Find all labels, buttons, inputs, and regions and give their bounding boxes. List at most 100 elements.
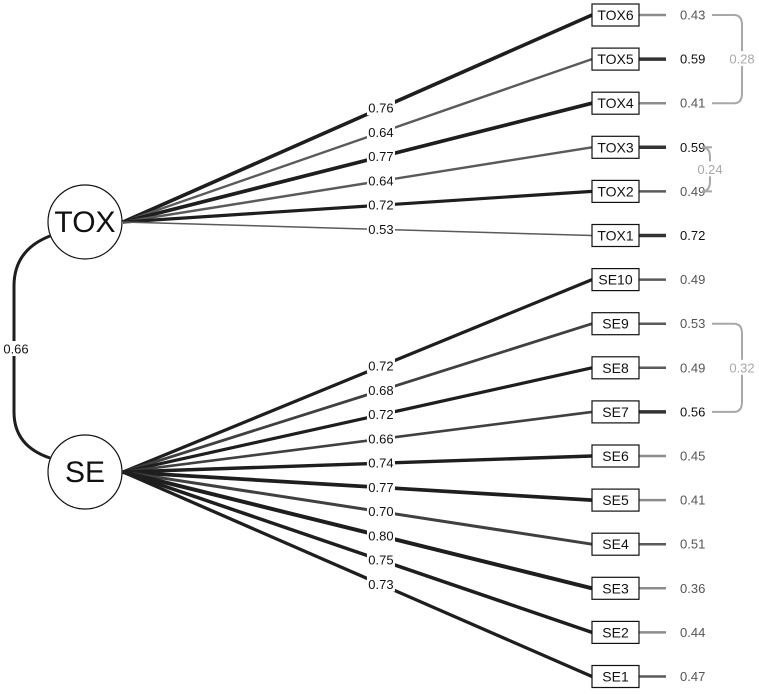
indicator-label-se10: SE10 (598, 272, 632, 288)
loading-label-se2-bg (366, 552, 395, 568)
factor-correlation-label-bg (2, 341, 30, 356)
indicator-box-se2 (591, 620, 640, 645)
loading-label-tox4: 0.77 (368, 149, 393, 164)
loading-path-se5 (122, 470, 593, 502)
indicator-box-tox3 (591, 135, 640, 159)
loading-label-tox4-bg (366, 148, 395, 164)
factor-correlation-label: 0.66 (3, 342, 28, 357)
indicator-label-se4: SE4 (602, 536, 629, 552)
indicator-label-se9: SE9 (602, 316, 629, 332)
loading-path-se10 (122, 278, 593, 474)
indicator-box-tox1 (591, 223, 640, 248)
loading-label-se2: 0.75 (368, 553, 393, 568)
loading-label-se10: 0.72 (368, 359, 393, 374)
residual-covariance-label-tox3-tox2: 0.24 (697, 162, 722, 177)
residual-covariance-label-tox6-tox4-bg (728, 51, 756, 67)
indicator-label-tox3: TOX3 (597, 139, 634, 155)
loading-label-se9: 0.68 (368, 383, 393, 398)
loading-label-se7-bg (366, 430, 395, 446)
latent-factors: TOX SE (47, 184, 123, 510)
loading-label-se10-bg (366, 358, 395, 374)
loading-path-se9 (122, 322, 593, 474)
indicator-label-tox4: TOX4 (597, 95, 634, 111)
indicator-box-tox5 (591, 47, 640, 71)
loading-label-se4-bg (366, 503, 395, 519)
latent-circle-tox (47, 184, 123, 260)
residual-label-tox2: 0.49 (680, 184, 705, 199)
residual-label-se10: 0.49 (680, 272, 705, 287)
indicator-box-se3 (591, 576, 640, 600)
loading-path-tox5 (122, 57, 593, 224)
residual-variances: 0.430.590.410.590.490.720.490.530.490.56… (639, 8, 705, 684)
indicator-box-se1 (591, 664, 640, 689)
loading-label-se7: 0.66 (368, 431, 393, 446)
indicator-label-se3: SE3 (602, 580, 629, 596)
loading-path-tox2 (122, 189, 593, 224)
loading-path-se8 (122, 366, 593, 474)
indicator-box-se5 (591, 488, 640, 512)
residual-label-tox1: 0.72 (680, 228, 705, 243)
loading-label-se8: 0.72 (368, 407, 393, 422)
indicator-label-se8: SE8 (602, 360, 629, 376)
loading-label-tox3-bg (366, 172, 395, 188)
loading-label-se5: 0.77 (368, 480, 393, 495)
residual-label-se8: 0.49 (680, 360, 705, 375)
indicator-box-se9 (591, 312, 640, 336)
loading-label-se1-bg (366, 576, 395, 592)
residual-label-se7: 0.56 (680, 404, 705, 419)
loading-label-se6: 0.74 (368, 456, 393, 471)
indicator-label-se7: SE7 (602, 404, 629, 420)
indicator-box-se4 (591, 532, 640, 556)
indicator-box-tox2 (591, 179, 640, 203)
indicator-label-se5: SE5 (602, 492, 629, 508)
loading-label-tox2-bg (366, 197, 395, 213)
loading-label-tox6-bg (366, 100, 395, 116)
residual-label-tox3: 0.59 (680, 140, 705, 155)
loading-label-tox1: 0.53 (368, 222, 393, 237)
loading-path-tox4 (122, 101, 593, 224)
residual-label-se4: 0.51 (680, 537, 705, 552)
loading-path-tox3 (122, 146, 593, 224)
residual-label-se5: 0.41 (680, 493, 705, 508)
residual-label-se1: 0.47 (680, 669, 705, 684)
loading-label-tox6: 0.76 (368, 101, 393, 116)
indicator-box-tox6 (591, 3, 640, 27)
loading-label-se1: 0.73 (368, 577, 393, 592)
residual-covariance-label-tox6-tox4: 0.28 (729, 52, 754, 67)
loading-label-se4: 0.70 (368, 504, 393, 519)
residual-label-tox5: 0.59 (680, 52, 705, 67)
loading-path-se3 (122, 470, 593, 591)
indicator-label-tox5: TOX5 (597, 51, 634, 67)
latent-label-tox: TOX (54, 206, 115, 239)
residual-label-tox4: 0.41 (680, 96, 705, 111)
loading-label-se5-bg (366, 479, 395, 495)
loading-path-se2 (122, 470, 593, 635)
loading-label-tox3: 0.64 (368, 173, 393, 188)
residual-label-se2: 0.44 (680, 625, 705, 640)
loading-path-tox1 (122, 221, 593, 237)
residual-label-se3: 0.36 (680, 581, 705, 596)
indicator-label-se6: SE6 (602, 448, 629, 464)
loading-path-se4 (122, 470, 593, 546)
loading-label-se8-bg (366, 406, 395, 422)
latent-label-se: SE (65, 456, 105, 489)
residual-covariance-label-tox3-tox2-bg (696, 161, 724, 177)
loading-label-tox2: 0.72 (368, 198, 393, 213)
loading-path-se6 (122, 454, 593, 474)
factor-loadings: 0.76 0.64 0.77 0.64 0.72 0.53 0.72 0.68 0.72 0.66… (122, 13, 593, 679)
indicator-boxes: TOX6TOX5TOX4TOX3TOX2TOX1SE10SE9SE8SE7SE6… (591, 3, 640, 689)
indicator-label-se1: SE1 (602, 669, 629, 685)
indicator-box-se7 (591, 400, 640, 424)
residual-label-tox6: 0.43 (680, 8, 705, 23)
indicator-label-se2: SE2 (602, 624, 629, 640)
indicator-box-se10 (591, 268, 640, 292)
loading-label-se9-bg (366, 382, 395, 398)
indicator-box-se8 (591, 356, 640, 380)
loading-label-se6-bg (366, 455, 395, 471)
loading-label-tox5: 0.64 (368, 125, 393, 140)
residual-covariances: 0.280.240.32 (696, 14, 756, 413)
loading-path-se7 (122, 410, 593, 474)
indicator-box-se6 (591, 444, 640, 468)
indicator-label-tox2: TOX2 (597, 183, 634, 199)
